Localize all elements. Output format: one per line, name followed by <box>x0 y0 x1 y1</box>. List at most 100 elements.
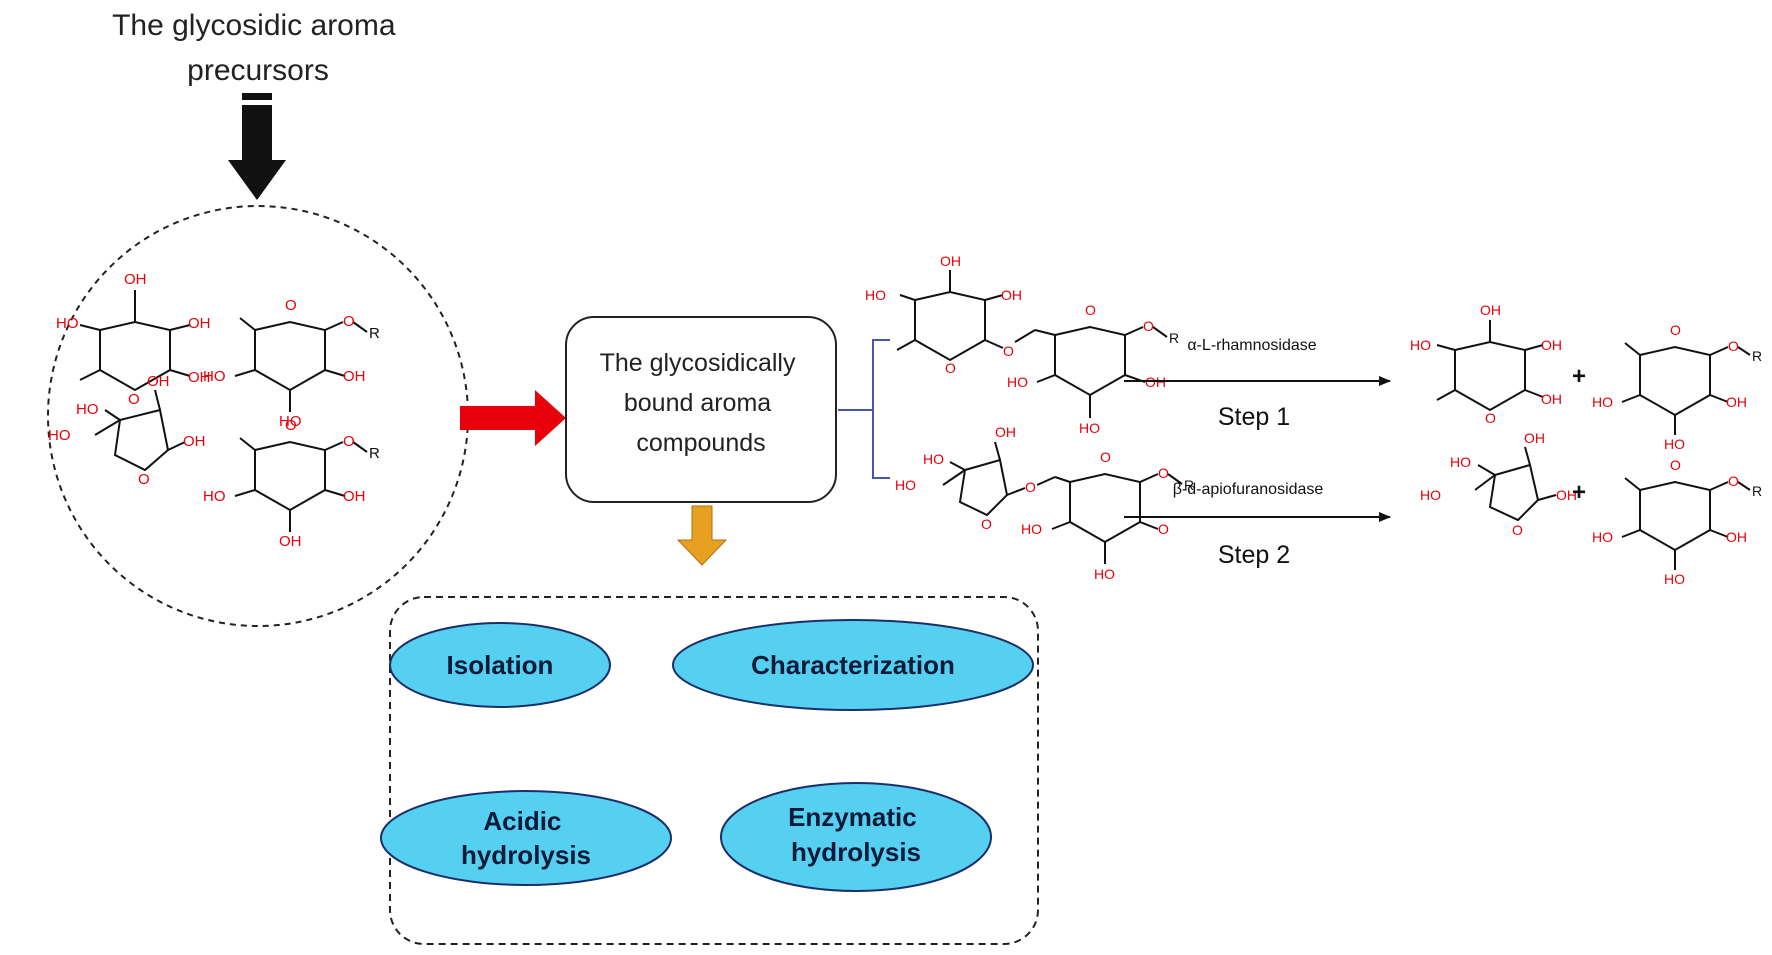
step-1-product-rhamnose: OH HO OH OH O <box>1410 302 1562 426</box>
enzyme-2-label: β-d-apiofuranosidase <box>1173 481 1324 498</box>
svg-text:OH: OH <box>940 253 961 269</box>
svg-text:HO: HO <box>1420 487 1441 503</box>
svg-text:O: O <box>128 391 140 408</box>
disaccharide-1-structure: OH HO OH O O O O R HO OH HO <box>865 253 1179 436</box>
svg-text:O: O <box>1025 479 1036 495</box>
step-2-product-glucoside: O O R HO OH HO <box>1592 457 1762 587</box>
svg-text:OH: OH <box>1001 287 1022 303</box>
svg-text:Enzymatic hydrolysis: Enzymatic hydrolysis <box>788 802 924 867</box>
svg-text:Acidic hydrolysis: Acidic hydrolysis <box>461 806 591 870</box>
svg-text:O: O <box>945 360 956 376</box>
method-enzymatic-hydrolysis: Enzymatic hydrolysis <box>720 782 992 892</box>
bracket <box>838 339 890 479</box>
svg-text:HO: HO <box>1079 420 1100 436</box>
svg-text:OH: OH <box>1726 394 1747 410</box>
svg-text:OH: OH <box>995 424 1016 440</box>
bound-compounds-label: The glycosidically bound aroma compounds <box>600 349 803 457</box>
svg-text:HO: HO <box>203 368 226 385</box>
svg-text:HO: HO <box>895 477 916 493</box>
svg-text:R: R <box>1184 477 1194 493</box>
svg-text:O: O <box>1143 318 1154 334</box>
svg-text:OH: OH <box>1480 302 1501 318</box>
svg-text:O: O <box>1512 522 1523 538</box>
svg-text:O: O <box>1670 457 1681 473</box>
svg-text:Isolation: Isolation <box>447 650 554 680</box>
svg-text:HO: HO <box>1664 436 1685 452</box>
svg-text:HO: HO <box>1592 394 1613 410</box>
svg-text:OH: OH <box>1524 430 1545 446</box>
method-isolation: Isolation <box>389 622 611 708</box>
svg-text:O: O <box>1485 410 1496 426</box>
svg-text:HO: HO <box>1664 571 1685 587</box>
step-1-label: Step 1 <box>1218 403 1290 431</box>
glucoside-structure-2: O O R HO OH OH <box>203 417 380 550</box>
glucoside-structure-1: O O R HO OH HO <box>203 297 380 430</box>
step-2-product-apiose: OH HO HO O OH <box>1420 430 1577 538</box>
svg-text:R: R <box>369 445 380 462</box>
svg-text:HO: HO <box>279 413 302 430</box>
apiose-structure: OH HO HO OH O <box>48 373 206 488</box>
svg-text:HO: HO <box>1410 337 1431 353</box>
svg-text:HO: HO <box>203 488 226 505</box>
svg-text:O: O <box>1728 338 1739 354</box>
svg-text:HO: HO <box>1094 566 1115 582</box>
svg-text:OH: OH <box>1541 391 1562 407</box>
svg-text:O: O <box>1085 302 1096 318</box>
svg-text:HO: HO <box>1450 454 1471 470</box>
svg-text:OH: OH <box>147 373 170 390</box>
step-2-label: Step 2 <box>1218 541 1290 569</box>
bound-compounds-box <box>565 316 837 503</box>
svg-text:HO: HO <box>76 401 99 418</box>
svg-text:OH: OH <box>343 368 366 385</box>
svg-text:OH: OH <box>124 271 147 288</box>
svg-text:HO: HO <box>1592 529 1613 545</box>
svg-text:HO: HO <box>1021 521 1042 537</box>
plus-sign-2: + <box>1572 479 1586 506</box>
svg-text:Characterization: Characterization <box>751 650 955 680</box>
precursors-title: The glycosidic aroma precursors <box>112 9 404 87</box>
svg-text:R: R <box>1752 483 1762 499</box>
step-1-product-glucoside: O O R HO OH HO <box>1592 322 1762 452</box>
svg-text:OH: OH <box>188 315 211 332</box>
svg-text:O: O <box>1670 322 1681 338</box>
svg-text:OH: OH <box>1556 487 1577 503</box>
svg-text:O: O <box>138 471 150 488</box>
orange-down-arrow-icon <box>676 505 728 566</box>
svg-text:OH: OH <box>343 488 366 505</box>
precursors-circle <box>47 205 469 627</box>
svg-text:OH: OH <box>183 433 206 450</box>
precursor-structures: OH HO OH OH O O O R HO OH HO <box>48 271 380 550</box>
svg-text:O: O <box>1100 449 1111 465</box>
methods-box <box>389 596 1039 945</box>
svg-text:R: R <box>1169 330 1179 346</box>
disaccharide-2-structure: OH HO HO O O O O R HO O HO <box>895 424 1194 582</box>
svg-text:O: O <box>343 433 355 450</box>
svg-text:O: O <box>285 417 297 434</box>
svg-text:O: O <box>285 297 297 314</box>
red-arrow-icon <box>460 390 566 446</box>
svg-text:O: O <box>343 313 355 330</box>
enzyme-1-label: α-L-rhamnosidase <box>1187 337 1316 354</box>
svg-text:O: O <box>1728 473 1739 489</box>
svg-text:R: R <box>1752 348 1762 364</box>
svg-text:HO: HO <box>48 427 71 444</box>
method-characterization: Characterization <box>672 619 1034 711</box>
rhamnose-structure: OH HO OH OH O <box>56 271 211 408</box>
svg-text:HO: HO <box>56 315 79 332</box>
svg-text:OH: OH <box>1726 529 1747 545</box>
svg-text:OH: OH <box>1541 337 1562 353</box>
svg-text:O: O <box>1158 521 1169 537</box>
svg-text:HO: HO <box>865 287 886 303</box>
svg-text:R: R <box>369 325 380 342</box>
svg-text:OH: OH <box>188 369 211 386</box>
svg-text:O: O <box>981 516 992 532</box>
svg-text:HO: HO <box>1007 374 1028 390</box>
svg-text:O: O <box>1158 465 1169 481</box>
svg-text:HO: HO <box>923 451 944 467</box>
plus-sign-1: + <box>1572 363 1586 390</box>
method-acidic-hydrolysis: Acidic hydrolysis <box>380 790 672 886</box>
svg-text:OH: OH <box>279 533 302 550</box>
down-arrow-icon <box>228 93 286 200</box>
svg-text:O: O <box>1003 343 1014 359</box>
